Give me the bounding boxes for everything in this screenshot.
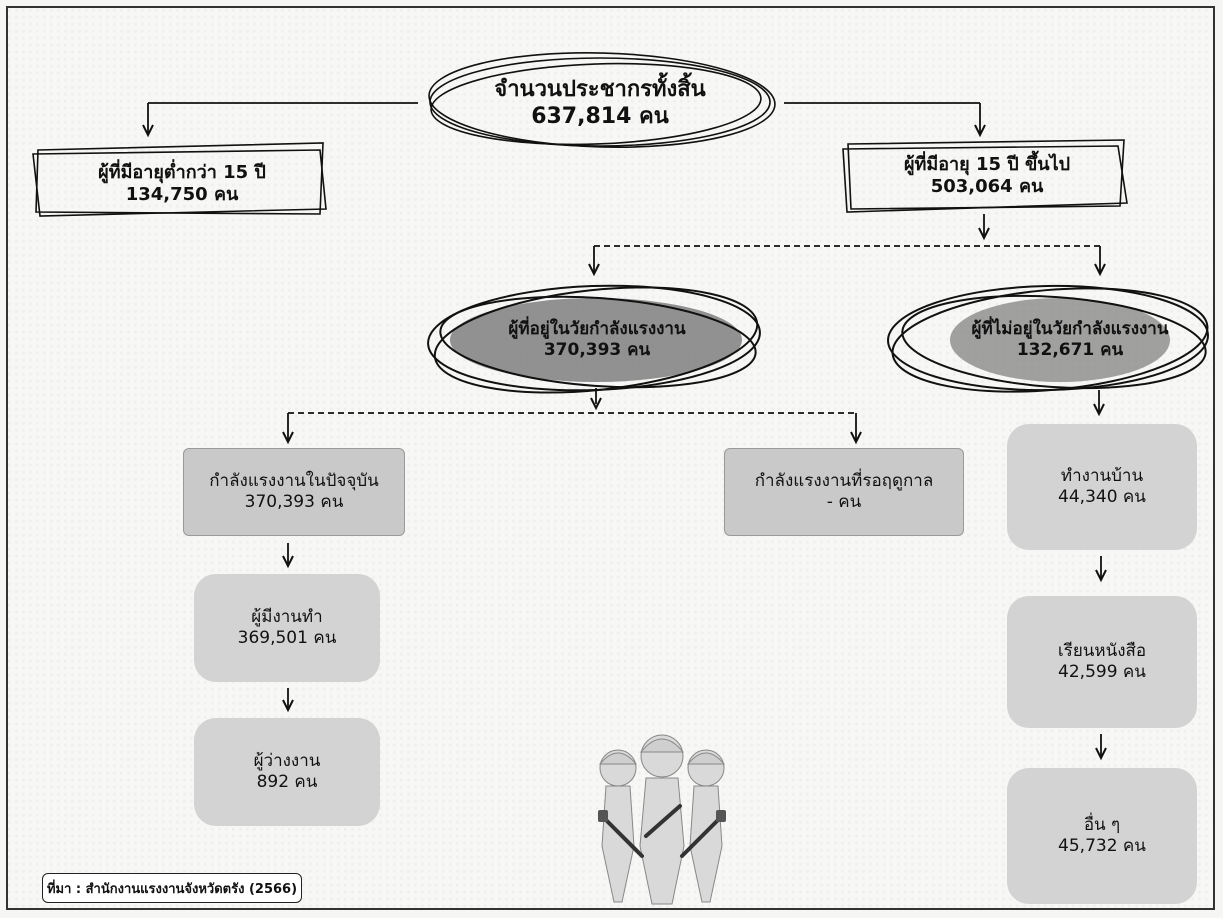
arrow-employed-to-unemployed — [282, 688, 294, 713]
unemployed-node: ผู้ว่างงาน 892 คน — [194, 718, 380, 826]
in-labor-value: 370,393 คน — [543, 340, 651, 360]
studying-node: เรียนหนังสือ 42,599 คน — [1007, 596, 1197, 728]
under15-value: 134,750 คน — [125, 184, 239, 205]
source-text: ที่มา : สำนักงานแรงงานจังหวัดตรัง (2566) — [46, 881, 298, 897]
total-value: 637,814 คน — [531, 104, 669, 129]
arrow-studying-to-others — [1095, 734, 1107, 761]
source-note: ที่มา : สำนักงานแรงงานจังหวัดตรัง (2566) — [42, 873, 302, 903]
seasonal-labor-label: กำลังแรงงานที่รอฤดูกาล — [754, 470, 934, 491]
total-label: จำนวนประชากรทั้งสิ้น — [494, 76, 706, 102]
in-labor-node: ผู้ที่อยู่ในวัยกำลังแรงงาน 370,393 คน — [452, 312, 742, 368]
dashed-split-in-labor — [282, 412, 862, 445]
over15-value: 503,064 คน — [930, 176, 1044, 197]
not-in-labor-oval — [887, 284, 1209, 393]
arrow-current-to-employed — [282, 543, 294, 569]
studying-label: เรียนหนังสือ — [1057, 640, 1147, 661]
studying-value: 42,599 คน — [1058, 662, 1146, 682]
arrow-total-to-over15 — [784, 102, 986, 138]
housework-value: 44,340 คน — [1058, 487, 1146, 507]
arrow-total-to-under15 — [142, 102, 418, 138]
unemployed-label: ผู้ว่างงาน — [253, 750, 321, 771]
seasonal-labor-value: - คน — [826, 492, 862, 512]
others-label: อื่น ๆ — [1083, 814, 1121, 835]
in-labor-label: ผู้ที่อยู่ในวัยกำลังแรงงาน — [508, 318, 686, 339]
arrow-not-in-labor-down — [1093, 390, 1105, 417]
over15-sketch-box — [842, 139, 1128, 213]
arrow-over15-down — [978, 214, 990, 241]
total-node: จำนวนประชากรทั้งสิ้น 637,814 คน — [440, 72, 760, 134]
over15-node: ผู้ที่มีอายุ 15 ปี ขึ้นไป 503,064 คน — [856, 148, 1118, 204]
others-node: อื่น ๆ 45,732 คน — [1007, 768, 1197, 904]
in-labor-oval — [427, 284, 761, 394]
current-labor-value: 370,393 คน — [244, 492, 344, 512]
unemployed-value: 892 คน — [256, 772, 318, 792]
housework-label: ทำงานบ้าน — [1060, 465, 1144, 486]
current-labor-label: กำลังแรงงานในปัจจุบัน — [209, 470, 379, 491]
not-in-labor-label: ผู้ที่ไม่อยู่ในวัยกำลังแรงงาน — [971, 318, 1169, 339]
total-sketch-oval — [428, 51, 776, 149]
under15-sketch-box — [32, 142, 327, 217]
arrow-housework-to-studying — [1095, 556, 1107, 583]
under15-label: ผู้ที่มีอายุต่ำกว่า 15 ปี — [98, 161, 266, 183]
employed-label: ผู้มีงานทำ — [251, 606, 323, 627]
dashed-split-over15 — [588, 245, 1106, 277]
employed-value: 369,501 คน — [237, 628, 337, 648]
under15-node: ผู้ที่มีอายุต่ำกว่า 15 ปี 134,750 คน — [48, 158, 316, 210]
housework-node: ทำงานบ้าน 44,340 คน — [1007, 424, 1197, 550]
employed-node: ผู้มีงานทำ 369,501 คน — [194, 574, 380, 682]
not-in-labor-value: 132,671 คน — [1016, 340, 1124, 360]
current-labor-node: กำลังแรงงานในปัจจุบัน 370,393 คน — [183, 448, 405, 536]
workers-illustration — [598, 734, 726, 905]
seasonal-labor-node: กำลังแรงงานที่รอฤดูกาล - คน — [724, 448, 964, 536]
over15-label: ผู้ที่มีอายุ 15 ปี ขึ้นไป — [903, 153, 1071, 175]
others-value: 45,732 คน — [1058, 836, 1146, 856]
not-in-labor-node: ผู้ที่ไม่อยู่ในวัยกำลังแรงงาน 132,671 คน — [940, 312, 1200, 368]
